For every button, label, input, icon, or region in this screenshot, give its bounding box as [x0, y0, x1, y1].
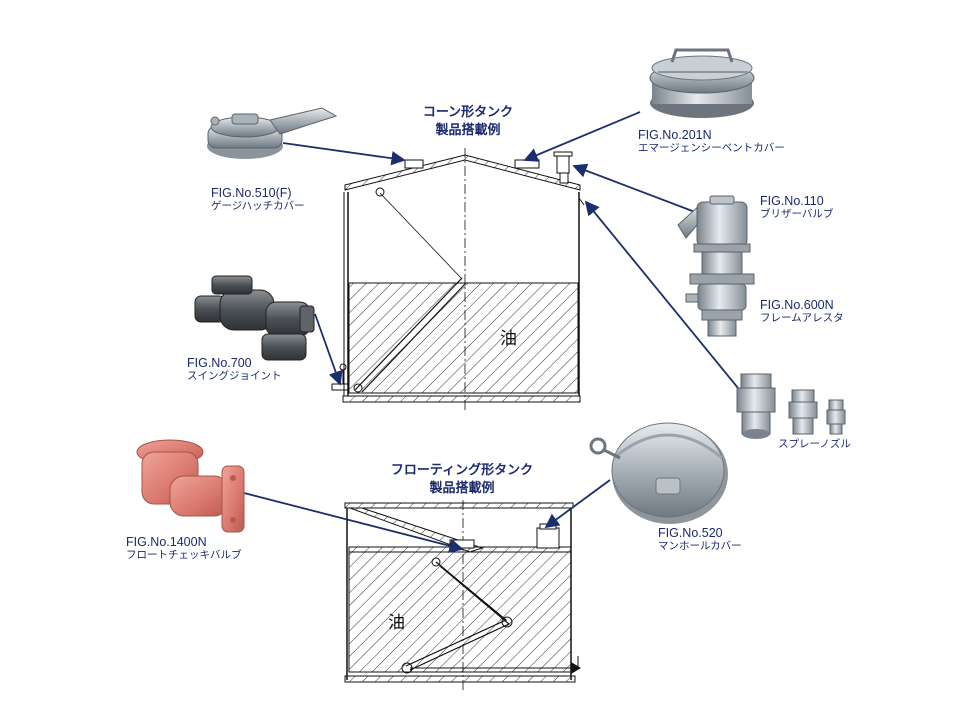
floating-tank-oil-label: 油 [388, 613, 405, 633]
label-manhole: FIG.No.520 マンホールカバー [658, 526, 742, 553]
cone-tank-title: コーン形タンク 製品搭載例 [422, 105, 514, 138]
cone-tank-bottom [342, 395, 581, 403]
spray-nozzle-icon [736, 373, 846, 439]
emergency-vent-icon [649, 48, 755, 118]
label-flame-arrester: FIG.No.600N フレームアレスタ [760, 298, 844, 325]
label-spray-nozzle: スプレーノズル [778, 438, 851, 450]
floating-tank-oil [348, 551, 572, 673]
swing-joint-icon [194, 275, 315, 361]
floating-tank-title: フローティング形タンク 製品搭載例 [390, 463, 534, 496]
manhole-cover-icon [589, 422, 728, 524]
breather-valve-icon [677, 195, 751, 275]
label-emergency-vent: FIG.No.201N エマージェンシーベントカバー [638, 128, 785, 155]
cone-roof [344, 154, 581, 191]
label-swing-joint: FIG.No.700 スイングジョイント [187, 356, 282, 383]
cone-tank [331, 148, 585, 412]
leader-lines [239, 111, 739, 553]
label-gauge-hatch: FIG.No.510(F) ゲージハッチカバー [211, 186, 305, 213]
floating-tank [344, 500, 581, 692]
flame-arrester-icon [685, 273, 755, 337]
label-breather: FIG.No.110 ブリザーバルブ [760, 194, 834, 221]
gauge-hatch-icon [207, 107, 338, 159]
cone-tank-oil-label: 油 [500, 329, 517, 349]
float-check-valve-icon [136, 439, 245, 533]
cone-tank-oil [348, 282, 579, 394]
label-float-check: FIG.No.1400N フロートチェッキバルブ [126, 535, 242, 562]
